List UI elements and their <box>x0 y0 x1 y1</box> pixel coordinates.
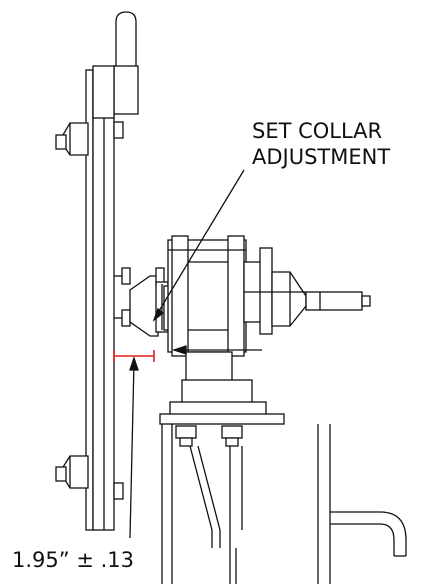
support-column <box>159 351 285 425</box>
set-collar <box>129 267 173 337</box>
collar-leader-line <box>152 169 245 322</box>
plate-bolts <box>114 267 131 327</box>
top-handle <box>92 11 139 119</box>
dimension-label: 1.95” ± .13 <box>12 548 134 572</box>
drive-shaft <box>243 247 371 335</box>
dimension-bar <box>113 350 155 362</box>
housing-block <box>167 235 247 357</box>
outlet-pipe <box>330 511 407 557</box>
lower-clamp-knob <box>55 455 124 500</box>
upper-clamp-knob <box>55 121 124 156</box>
base-bolts <box>175 425 243 447</box>
stand-legs <box>161 424 331 584</box>
callout-line-1: SET COLLAR <box>252 119 383 143</box>
mounting-plate <box>85 69 115 531</box>
set-collar-callout: SET COLLAR ADJUSTMENT <box>252 118 390 170</box>
dimension-leader-line <box>129 355 139 539</box>
reference-arrow <box>171 345 262 355</box>
callout-line-2: ADJUSTMENT <box>252 145 391 169</box>
